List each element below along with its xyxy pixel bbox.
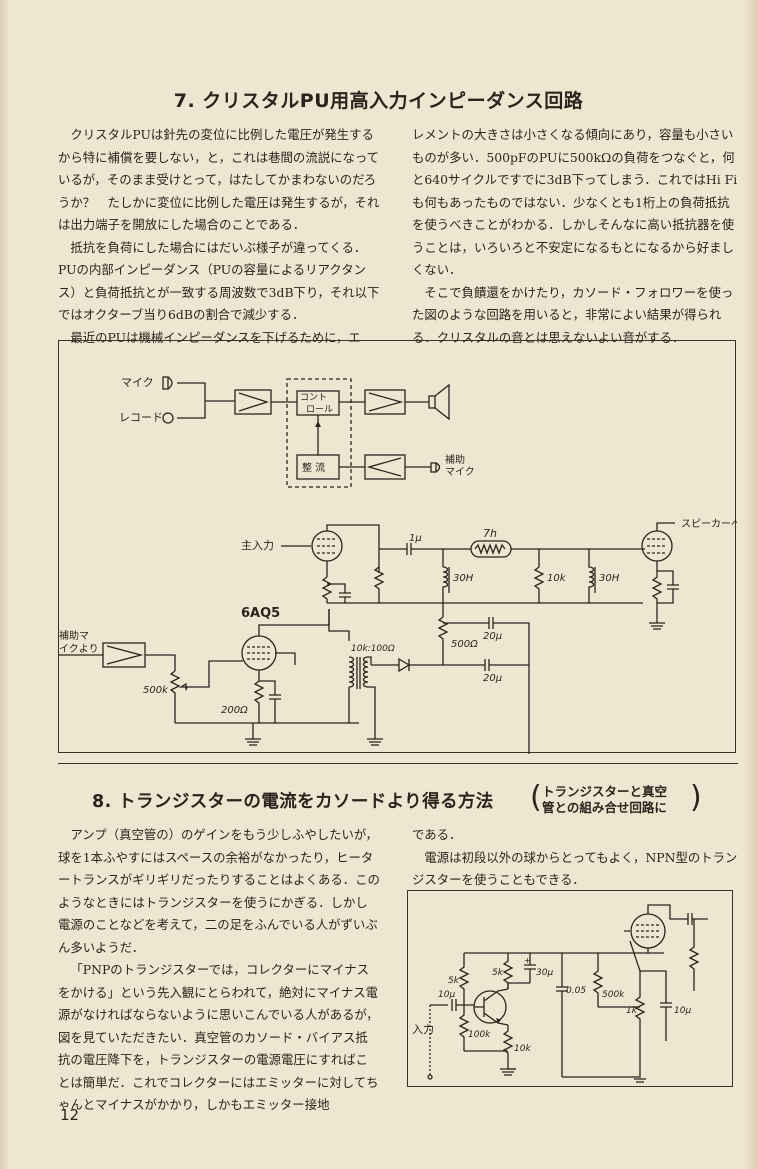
label-200ohm: 200Ω [221,705,248,716]
label-20u-a: 20μ [483,631,502,642]
label-10k: 10k [514,1044,531,1054]
page-edge-shadow [743,0,757,1169]
paragraph: アンプ（真空管の）のゲインをもう少しふやしたいが，球を1本ふやすにはスペースの余… [58,827,380,955]
paragraph: 抵抗を負荷にした場合にはだいぶ様子が違ってくる．PUの内部インピーダンス（PUの… [58,239,380,323]
section-divider [58,763,738,764]
label-control: コント [300,393,327,403]
svg-text:マイク: マイク [445,466,475,478]
figure-circuit-2: 5k 5k 30μ + 入力 10μ 100k 10k 0.05 5 [407,890,733,1087]
label-1k: 1k [626,1006,638,1016]
label-choke-7h: 7h [483,527,497,540]
label-100k: 100k [468,1030,491,1040]
label-cap-1u: 1μ [409,533,422,544]
circuit-diagram-2: 5k 5k 30μ + 入力 10μ 100k 10k 0.05 5 [412,904,708,1083]
label-10u-k: 10μ [674,1006,691,1016]
page-gutter-shadow [0,0,10,1169]
label-main-input: 主入力 [241,539,274,552]
svg-text:+: + [524,956,531,965]
paragraph: クリスタルPUは針先の変位に比例した電圧が発生するから特に補償を要しない，と，こ… [58,127,380,232]
section7-column-left: クリスタルPUは針先の変位に比例した電圧が発生するから特に補償を要しない，と，こ… [58,124,382,349]
label-10k: 10k [547,573,567,584]
label-5k-b: 5k [492,968,504,978]
mic-icon [162,376,169,390]
paragraph: 電源は初段以外の球からとってもよく，NPN型のトランジスターを使うこともできる． [412,849,738,888]
transformer-primary [348,656,355,688]
transformer-secondary [362,656,369,688]
paragraph: そこで負饋還をかけたり，カソード・フォロワーを使った図のような回路を用いると，非… [412,284,734,345]
paragraph: である． [412,827,462,842]
paragraph: レメントの大きさは小さくなる傾向にあり，容量も小さいものが多い．500pFのPU… [412,127,738,277]
label-to-speaker: スピーカーへ [681,518,737,530]
page-number: 12 [60,1106,80,1124]
svg-text:ロール: ロール [306,405,333,415]
label-500ohm: 500Ω [451,639,478,650]
label-500k: 500k [602,990,625,1000]
figure-circuit-1: マイク レコード コント ロール 整 流 [58,340,741,771]
label-input: 入力 [412,1023,434,1036]
section8-title: 8. トランジスターの電流をカソードより得る方法 [92,792,494,812]
label-30u: 30μ [536,968,553,978]
label-30h-a: 30H [453,573,474,584]
label-mic: マイク [121,376,154,389]
label-10u-in: 10μ [438,990,455,1000]
svg-text:イクより: イクより [59,643,99,655]
label-trans: 10k:100Ω [351,644,395,654]
section7-title: 7. クリスタルPU用高入力インピーダンス回路 [173,90,584,112]
pot-500k [169,670,181,723]
label-005: 0.05 [566,986,586,996]
label-aux-mic-from: 補助マ [59,629,89,642]
speaker-icon [428,395,436,409]
record-icon [162,412,174,424]
dashed-group [286,378,352,488]
aux-mic-icon [430,462,437,473]
label-rectifier: 整 流 [302,461,325,474]
section8-column-left: アンプ（真空管の）のゲインをもう少しふやしたいが，球を1本ふやすにはスペースの余… [58,824,380,1117]
label-30h-b: 30H [599,573,620,584]
label-5k-a: 5k [448,976,460,986]
circuit-diagram-1: マイク レコード コント ロール 整 流 [59,376,741,771]
section8-column-right: である． 電源は初段以外の球からとってもよく，NPN型のトランジスターを使うこと… [412,824,738,892]
label-20u-b: 20μ [483,673,502,684]
label-6aq5: 6AQ5 [241,606,280,621]
paragraph: 「PNPのトランジスターでは，コレクターにマイナスをかける」という先入観にとらわ… [58,962,379,1112]
diode [398,657,411,673]
label-aux-mic: 補助 [445,453,465,466]
section7-column-right: レメントの大きさは小さくなる傾向にあり，容量も小さいものが多い．500pFのPU… [412,124,738,349]
label-500k: 500k [143,685,169,696]
label-record: レコード [119,411,163,424]
